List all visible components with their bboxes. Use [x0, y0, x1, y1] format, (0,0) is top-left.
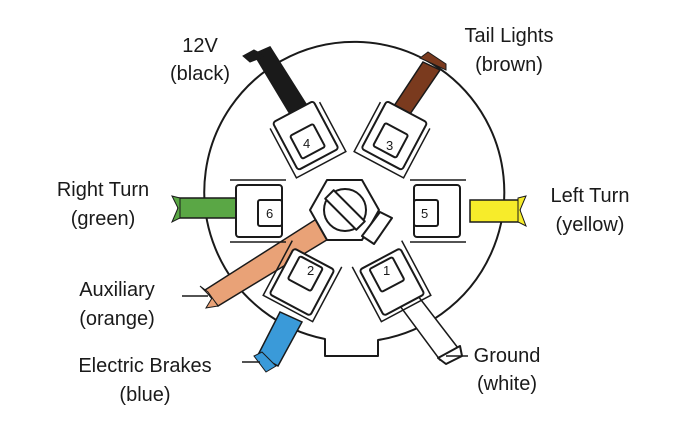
label-ground-color: (white) [477, 373, 537, 395]
label-right-turn: Right Turn [57, 179, 149, 201]
terminal-1 [351, 240, 432, 323]
label-left-turn-color: (yellow) [556, 214, 625, 236]
pin-number-5: 5 [421, 206, 428, 221]
terminal-5 [410, 179, 466, 243]
wire-green [171, 195, 241, 224]
wire-yellow [469, 195, 527, 228]
terminal-2 [262, 240, 343, 323]
label-auxiliary: Auxiliary [79, 279, 155, 301]
pin-number-1: 1 [383, 263, 390, 278]
leader-lines [182, 295, 468, 363]
terminal-4 [269, 101, 347, 179]
center-terminal [309, 179, 393, 245]
label-ground: Ground [474, 345, 541, 367]
wire-blue [253, 311, 304, 373]
label-auxiliary-color: (orange) [79, 308, 155, 330]
pin-number-6: 6 [266, 206, 273, 221]
terminal-3 [353, 101, 431, 179]
pin-number-4: 4 [303, 136, 310, 151]
terminal-6 [230, 179, 286, 243]
label-left-turn: Left Turn [551, 185, 630, 207]
label-right-turn-color: (green) [71, 208, 135, 230]
label-electric-brakes: Electric Brakes [78, 355, 211, 377]
pin-number-3: 3 [386, 138, 393, 153]
pin-number-2: 2 [307, 263, 314, 278]
wire-brown [392, 51, 447, 115]
label-tail-lights: Tail Lights [465, 25, 554, 47]
label-12v-color: (black) [170, 63, 230, 85]
label-12v: 12V [182, 35, 218, 57]
label-electric-brakes-color: (blue) [119, 384, 170, 406]
label-tail-lights-color: (brown) [475, 54, 543, 76]
